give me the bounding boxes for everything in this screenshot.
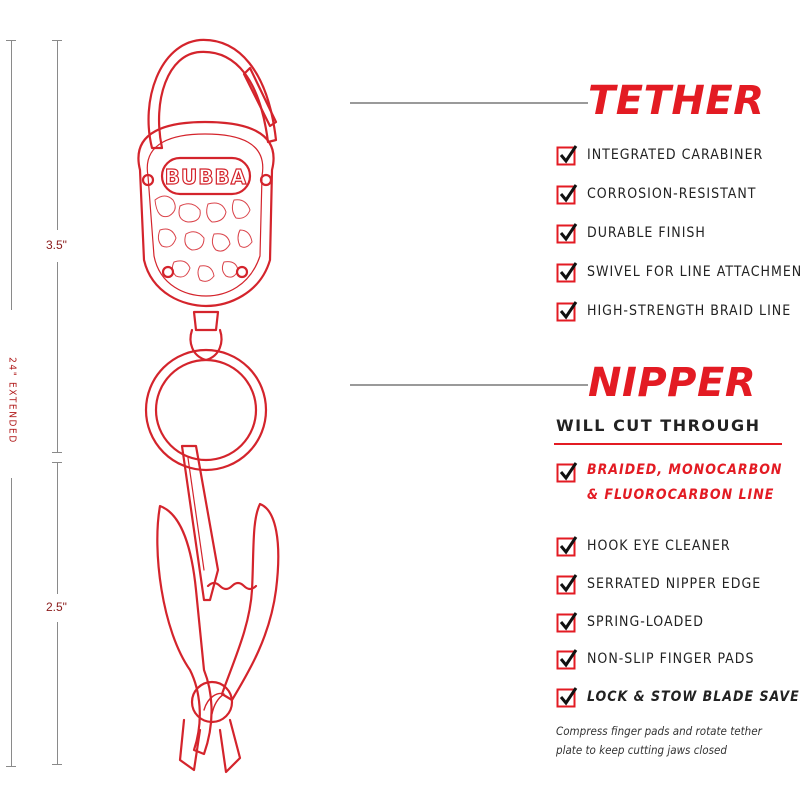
pivot-logo [203, 692, 225, 715]
tether-dimension-line [57, 40, 58, 230]
feature-label: SERRATED NIPPER EDGE [587, 576, 762, 592]
extended-label: 24" EXTENDED [6, 357, 18, 444]
cut-materials-line-2: & FLUOROCARBON LINE [587, 487, 775, 503]
feature-label: SPRING-LOADED [587, 614, 704, 630]
dimension-cap [6, 40, 16, 41]
check-icon [556, 649, 578, 670]
tether-feature: INTEGRATED CARABINER [556, 144, 763, 166]
check-icon [556, 574, 578, 595]
check-icon [556, 223, 578, 244]
tether-title: TETHER [588, 78, 765, 124]
nipper-feature: SPRING-LOADED [556, 611, 704, 633]
nipper-feature: HOOK EYE CLEANER [556, 535, 731, 557]
dimension-cap [52, 764, 62, 765]
feature-label: INTEGRATED CARABINER [587, 147, 764, 163]
tether-dimension-line-lower [57, 262, 58, 452]
tether-body [137, 120, 275, 308]
dimension-cap [52, 462, 62, 463]
nipper-feature: SERRATED NIPPER EDGE [556, 573, 761, 595]
cut-materials: BRAIDED, MONOCARBON & FLUOROCARBON LINE [587, 458, 782, 508]
product-illustration: BUBBA [137, 38, 280, 774]
check-icon [556, 145, 578, 166]
nipper-subheading: WILL CUT THROUGH [556, 416, 761, 435]
logo-text: BUBBA [165, 165, 247, 189]
check-icon [556, 462, 578, 483]
camo-pattern [154, 195, 253, 282]
nipper-pivot [190, 680, 234, 724]
feature-label: HIGH-STRENGTH BRAID LINE [587, 303, 792, 319]
feature-label: SWIVEL FOR LINE ATTACHMENT [587, 264, 800, 280]
cut-materials-line-1: BRAIDED, MONOCARBON [587, 462, 783, 478]
nipper-dimension-line [57, 462, 58, 594]
subheading-rule [554, 443, 782, 445]
split-ring [144, 348, 268, 472]
nipper-length-label: 2.5" [46, 600, 67, 614]
clip-inner [187, 457, 205, 571]
dimension-cap [6, 766, 16, 767]
nipper-jaw-left [178, 718, 202, 772]
rivet [259, 173, 273, 187]
nipper-right-arm [220, 502, 280, 702]
nipper-left-arm [156, 504, 213, 756]
check-icon [556, 262, 578, 283]
carabiner-gate [242, 66, 278, 128]
feature-label: DURABLE FINISH [587, 225, 706, 241]
tether-length-label: 3.5" [46, 238, 67, 252]
extended-dimension-line [11, 40, 12, 310]
nipper-title: NIPPER [588, 360, 757, 406]
tether-pointer-line [350, 102, 588, 104]
rivet [235, 265, 249, 279]
feature-label: NON-SLIP FINGER PADS [587, 651, 755, 667]
swivel [192, 310, 220, 332]
carabiner-outline [147, 38, 278, 150]
logo-badge [160, 156, 252, 196]
usage-note: Compress finger pads and rotate tether p… [556, 724, 762, 757]
nipper-pointer-line [350, 384, 588, 386]
swivel-neck [189, 328, 223, 362]
nipper-spring [206, 581, 258, 591]
tether-feature: DURABLE FINISH [556, 222, 706, 244]
check-icon [556, 612, 578, 633]
nipper-jaw-right [218, 718, 242, 774]
tether-feature: SWIVEL FOR LINE ATTACHMENT [556, 261, 800, 283]
rivet [161, 265, 175, 279]
dimension-cap [52, 40, 62, 41]
check-icon [556, 301, 578, 322]
check-icon [556, 687, 578, 708]
feature-label: CORROSION-RESISTANT [587, 186, 757, 202]
rivet [141, 173, 155, 187]
tether-feature: CORROSION-RESISTANT [556, 183, 756, 205]
split-ring-inner [154, 358, 258, 462]
feature-label: HOOK EYE CLEANER [587, 538, 731, 554]
check-icon [556, 184, 578, 205]
check-icon [556, 536, 578, 557]
extended-dimension-line-lower [11, 478, 12, 766]
nipper-feature: NON-SLIP FINGER PADS [556, 648, 754, 670]
dimension-cap [52, 452, 62, 453]
clip [180, 444, 220, 602]
nipper-dimension-line-lower [57, 622, 58, 764]
feature-label: LOCK & STOW BLADE SAVER [587, 689, 800, 705]
nipper-feature: LOCK & STOW BLADE SAVER [556, 686, 800, 708]
tether-feature: HIGH-STRENGTH BRAID LINE [556, 300, 791, 322]
